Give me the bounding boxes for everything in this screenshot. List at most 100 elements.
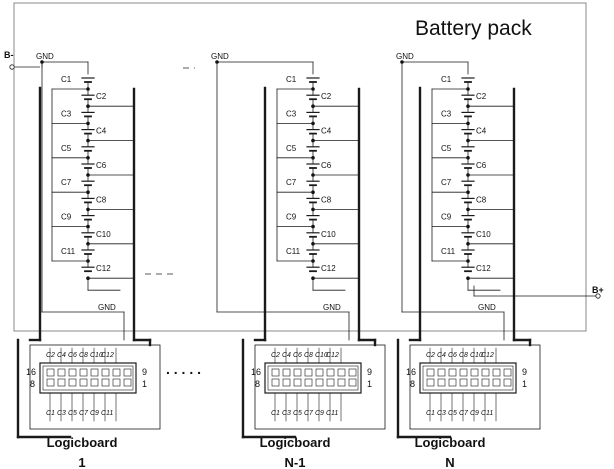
positive-terminal-label: B+ — [592, 285, 604, 295]
connector-inner — [422, 365, 514, 391]
gnd-label: GND — [396, 52, 414, 61]
pin-1-label: 1 — [522, 379, 527, 389]
cell-label: C2 — [321, 92, 332, 101]
cell-label: C4 — [96, 127, 107, 136]
connector-pin — [503, 378, 512, 387]
pack-title: Battery pack — [415, 17, 532, 40]
cell-label: C8 — [96, 195, 107, 204]
connector-top-pin-label: C8 — [79, 352, 88, 359]
connector-pin — [437, 378, 446, 387]
connector-bottom-pin-label: C11 — [326, 410, 338, 417]
connector-pin — [123, 378, 132, 387]
connector-bottom-pin-label: C3 — [437, 410, 446, 417]
logicboard-name: Logicboard — [47, 435, 118, 450]
pin-9-label: 9 — [522, 367, 527, 377]
connector-body — [419, 362, 517, 394]
connector-pin — [326, 378, 335, 387]
connector-pin — [492, 368, 501, 377]
cell-label: C3 — [286, 109, 297, 118]
connector-pin — [271, 378, 280, 387]
connector-pin — [271, 368, 280, 377]
connector-pin — [448, 378, 457, 387]
pin-16-label: 16 — [406, 367, 416, 377]
connector-pin — [112, 378, 121, 387]
connector-pin — [90, 378, 99, 387]
connector-top-pin-label: C10 — [315, 352, 328, 359]
connector-top-pin-label: C2 — [271, 352, 280, 359]
connector-top-pin-label: C8 — [304, 352, 313, 359]
cell-label: C9 — [286, 213, 297, 222]
connector-pin — [470, 378, 479, 387]
connector-pin — [79, 378, 88, 387]
connector-inner — [42, 365, 134, 391]
connector-bottom-pin-label: C11 — [101, 410, 113, 417]
connector-pin — [46, 368, 55, 377]
connector-top-pin-label: C10 — [470, 352, 483, 359]
connector-pin — [79, 368, 88, 377]
connector-pin — [123, 368, 132, 377]
connector-top-pin-label: C4 — [57, 352, 66, 359]
connector-bottom-pin-label: C9 — [90, 410, 99, 417]
cell-label: C4 — [476, 127, 487, 136]
cell-label: C11 — [61, 247, 76, 256]
connector-pin — [57, 378, 66, 387]
connector-pin — [326, 368, 335, 377]
connector-pin — [503, 368, 512, 377]
logicboard-index: N-1 — [285, 455, 306, 469]
cell-label: C1 — [441, 75, 452, 84]
connector-body — [39, 362, 137, 394]
cell-label: C9 — [61, 213, 72, 222]
negative-terminal — [9, 64, 15, 70]
connector-pin — [459, 368, 468, 377]
connector-top-pin-label: C10 — [90, 352, 103, 359]
cell-label: C11 — [286, 247, 301, 256]
gnd-bottom-label: GND — [478, 303, 496, 312]
connector-top-pin-label: C2 — [426, 352, 435, 359]
cell-label: C1 — [286, 75, 297, 84]
cell-label: C3 — [61, 109, 72, 118]
cell-label: C12 — [321, 264, 336, 273]
connector-pin — [337, 378, 346, 387]
logicboard-outline — [254, 344, 386, 430]
cell-label: C12 — [476, 264, 491, 273]
connector-body — [264, 362, 362, 394]
connector-bottom-pin-label: C3 — [282, 410, 291, 417]
connector-pin — [492, 378, 501, 387]
connector-pin — [68, 368, 77, 377]
connector-top-pin-label: C12 — [481, 352, 494, 359]
connector-pin — [46, 378, 55, 387]
connector-pin — [68, 378, 77, 387]
connector-pin — [348, 368, 357, 377]
cell-label: C10 — [321, 230, 336, 239]
logicboard-index: 1 — [78, 455, 85, 469]
pin-8-label: 8 — [255, 379, 260, 389]
connector-pin — [470, 368, 479, 377]
cell-label: C11 — [441, 247, 456, 256]
cell-label: C2 — [96, 92, 107, 101]
connector-top-pin-label: C4 — [437, 352, 446, 359]
connector-pin — [348, 378, 357, 387]
logicboard-outline — [29, 344, 161, 430]
connector-pin — [315, 368, 324, 377]
connector-pin — [481, 368, 490, 377]
connector-pin — [293, 378, 302, 387]
cell-label: C6 — [96, 161, 107, 170]
cell-label: C7 — [61, 178, 72, 187]
connector-pin — [426, 368, 435, 377]
connector-bottom-pin-label: C5 — [293, 410, 302, 417]
connector-bottom-pin-label: C5 — [448, 410, 457, 417]
connector-pin — [481, 378, 490, 387]
connector-bottom-pin-label: C7 — [304, 410, 314, 417]
pin-1-label: 1 — [367, 379, 372, 389]
positive-terminal — [595, 293, 601, 299]
connector-pin — [101, 368, 110, 377]
connector-top-pin-label: C4 — [282, 352, 291, 359]
connector-bottom-pin-label: C1 — [46, 410, 55, 417]
connector-pin — [426, 378, 435, 387]
pin-16-label: 16 — [251, 367, 261, 377]
